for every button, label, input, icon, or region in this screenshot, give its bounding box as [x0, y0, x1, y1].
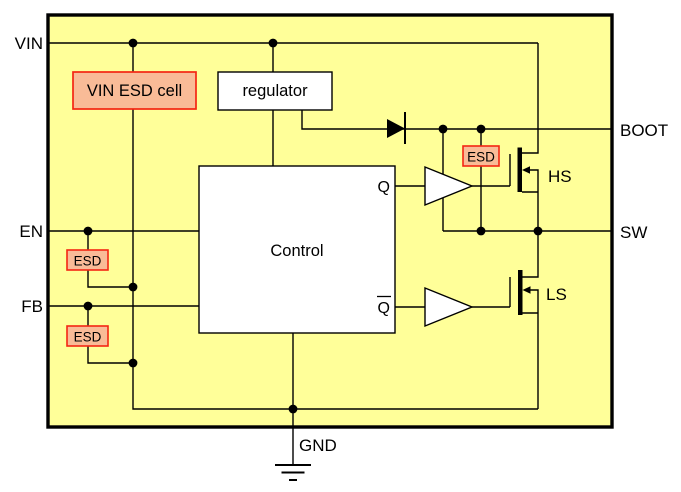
- en-esd-cell: ESD: [66, 249, 109, 271]
- qbar-output-label: Q: [378, 300, 390, 317]
- junction-dot: [438, 124, 448, 134]
- en-esd-label: ESD: [74, 254, 102, 269]
- ls-source-wire: [522, 289, 539, 409]
- en-esd-box: [66, 249, 109, 271]
- junction-dot: [83, 226, 93, 236]
- q-output-label: Q: [378, 179, 390, 196]
- hs-channel-bar: [517, 147, 522, 192]
- vin-esd-cell-box: [72, 71, 197, 110]
- junction-dot: [128, 38, 138, 48]
- hs-source-wire: [522, 169, 539, 231]
- diode-anode-triangle: [387, 119, 405, 138]
- fb-esd-box: [66, 325, 109, 347]
- junction-dot: [533, 226, 543, 236]
- junction-dot: [83, 301, 93, 311]
- control-label: Control: [270, 242, 323, 260]
- ls-body-arrow: [522, 286, 531, 294]
- junction-dot: [128, 358, 138, 368]
- pin-label-gnd: GND: [299, 436, 337, 455]
- fb-esd-label: ESD: [74, 330, 102, 345]
- ls-drain-wire: [522, 231, 539, 278]
- control-box: [198, 165, 396, 334]
- ls-mosfet: [509, 270, 531, 315]
- pin-label-fb: FB: [21, 297, 43, 316]
- boot-esd-box: [462, 145, 500, 167]
- pin-label-vin: VIN: [15, 34, 43, 53]
- hs-driver-buffer: [424, 165, 474, 207]
- pin-label-boot: BOOT: [620, 121, 668, 140]
- vin-esd-cell-label: VIN ESD cell: [87, 82, 182, 100]
- boot-rail-wire: [301, 110, 612, 130]
- regulator-box: [217, 71, 333, 111]
- hs-mosfet: [509, 147, 530, 192]
- hs-body-arrow: [522, 166, 530, 174]
- junction-dots: [83, 38, 543, 414]
- junction-dot: [476, 124, 486, 134]
- ls-channel-bar: [518, 270, 523, 315]
- hs-drain-wire: [522, 43, 539, 154]
- junction-dot: [128, 282, 138, 292]
- fb-esd-cell: ESD: [66, 325, 109, 347]
- boot-esd-label: ESD: [467, 150, 495, 165]
- pin-label-sw: SW: [620, 223, 647, 242]
- ground-symbol: [275, 464, 311, 481]
- junction-dot: [288, 404, 298, 414]
- esd-ground-trunk-wire: [132, 43, 538, 410]
- ls-driver-buffer: [424, 286, 474, 328]
- boot-diode: [387, 112, 406, 144]
- regulator-label: regulator: [242, 82, 308, 100]
- junction-dot: [268, 38, 278, 48]
- ls-label: LS: [546, 285, 567, 304]
- boot-esd-cell: ESD: [462, 145, 500, 167]
- junction-dot: [476, 226, 486, 236]
- pin-label-en: EN: [19, 222, 43, 241]
- hs-label: HS: [548, 167, 572, 186]
